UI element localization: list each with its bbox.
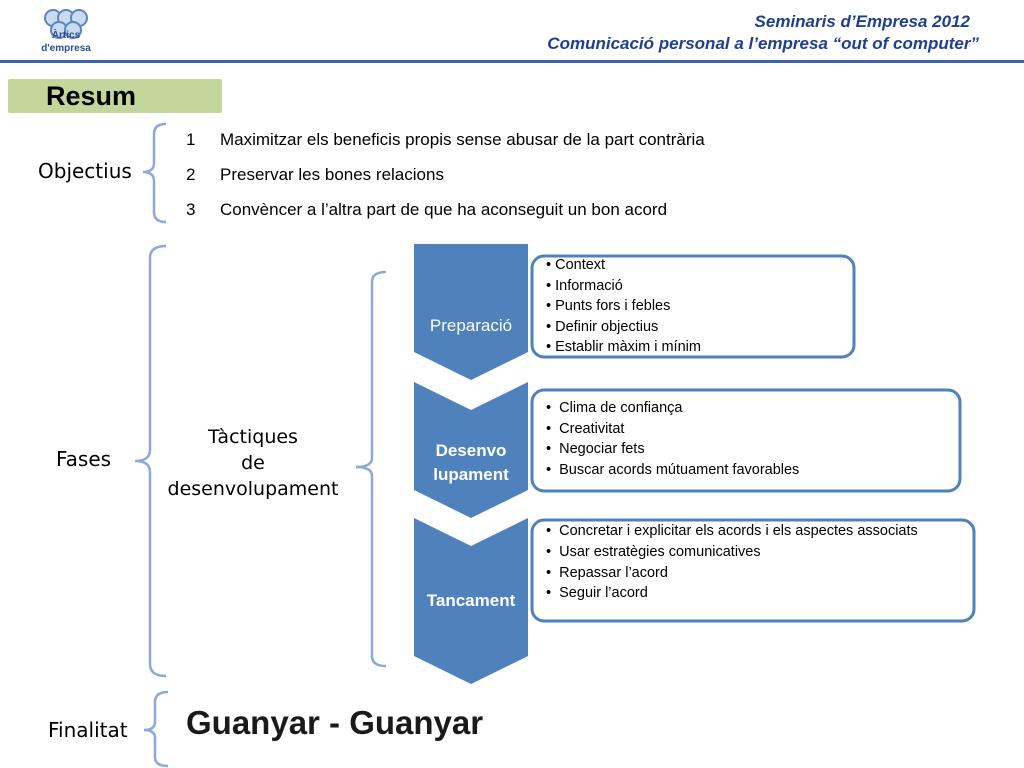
logo-text-2: d'empresa [41, 43, 91, 54]
objectiu-num-2: 2 [186, 165, 196, 184]
objectius-label: Objectius [38, 159, 132, 183]
fases-bracket [134, 244, 167, 678]
list-item: • Creativitat [546, 420, 625, 437]
tactiques-line-2: de [241, 452, 265, 474]
list-item: • Context [546, 257, 606, 273]
finalitat-text: Guanyar - Guanyar [186, 704, 484, 741]
tancament-bullet-list: • Concretar i explicitar els acords i el… [546, 522, 966, 604]
list-item: • Establir màxim i mínim [546, 339, 701, 355]
tactiques-line-3: desenvolupament [167, 478, 339, 500]
objectiu-num-1: 1 [186, 130, 196, 149]
preparacio-bullets-box [530, 254, 856, 359]
tancament-bullets-box [530, 518, 976, 623]
list-item: • Definir objectius [546, 318, 659, 335]
list-item: • Informació [546, 277, 623, 294]
preparacio-chevron [414, 244, 528, 380]
list-item: • Usar estratègies comunicatives [546, 544, 761, 560]
objectiu-text-1: Maximitzar els beneficis propis sense ab… [220, 130, 705, 149]
tactiques-label: Tàctiques de desenvolupament [158, 424, 348, 502]
resum-title: Resum [46, 81, 137, 111]
objectius-bracket [142, 122, 167, 224]
desenvolupament-bullets-box [530, 388, 962, 493]
finalitat-bracket [143, 690, 169, 768]
tancament-chevron [414, 518, 528, 684]
desenvolupament-bullet-list: • Clima de confiança • Creativitat • Neg… [546, 398, 799, 480]
list-item: • Buscar acords mútuament favorables [546, 461, 800, 478]
header-divider [0, 60, 1024, 63]
tancament-label: Tancament [426, 591, 516, 610]
preparacio-label: Preparació [429, 316, 513, 335]
tactiques-bracket [355, 270, 387, 668]
list-item: • Repassar l’acord [546, 564, 668, 581]
header-title-line1: Seminaris d’Empresa 2012 [754, 12, 970, 31]
desenvolupament-label: Desenvo lupament [414, 439, 528, 487]
list-item: • Negociar fets [546, 441, 645, 457]
header-title-line2: Comunicació personal a l’empresa “out of… [547, 34, 979, 53]
desenvolupament-chevron [414, 382, 528, 518]
fases-label: Fases [56, 447, 112, 471]
objectiu-text-2: Preservar les bones relacions [220, 165, 444, 184]
finalitat-label: Finalitat [48, 718, 128, 742]
objectiu-num-3: 3 [186, 200, 196, 219]
list-item: • Punts fors i febles [546, 298, 671, 314]
preparacio-bullet-list: • Context • Informació • Punts fors i fe… [546, 255, 701, 358]
list-item: • Concretar i explicitar els acords i el… [546, 523, 918, 539]
desenvolupament-label-line-1: Desenvo [435, 441, 507, 460]
company-logo: Àrtics d'empresa [36, 8, 94, 56]
objectiu-text-3: Convèncer a l’altra part de que ha acons… [220, 200, 668, 219]
list-item: • Clima de confiança [546, 400, 683, 416]
resum-banner [8, 79, 222, 113]
tactiques-line-1: Tàctiques [208, 426, 298, 448]
list-item: • Seguir l’acord [546, 585, 648, 601]
logo-text-1: Àrtics [52, 28, 81, 41]
desenvolupament-label-line-2: lupament [433, 465, 509, 484]
